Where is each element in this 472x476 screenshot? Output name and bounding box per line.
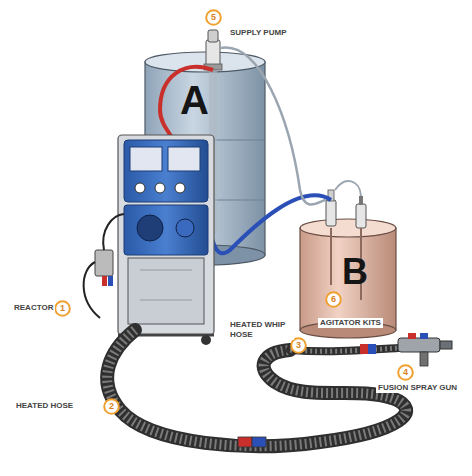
callout-circle: 5	[205, 9, 222, 26]
callout-circle: 4	[397, 364, 414, 381]
callout-circle: 2	[103, 398, 120, 415]
part-label: SUPPLY PUMP	[228, 28, 288, 38]
part-label: FUSION SPRAY GUN	[376, 383, 459, 393]
callout-number: 1	[54, 300, 71, 317]
callout-circle: 6	[325, 291, 342, 308]
part-label: HEATED WHIP HOSE	[228, 320, 294, 340]
callout-circle: 1	[54, 300, 71, 317]
part-label: HEATED HOSE	[14, 401, 75, 411]
drum-letter: B	[342, 254, 368, 290]
callout-number: 4	[397, 364, 414, 381]
drum-letter: A	[180, 80, 209, 120]
callout-number: 6	[325, 291, 342, 308]
part-label: REACTOR	[12, 303, 55, 313]
callout-number: 5	[205, 9, 222, 26]
part-label: AGITATOR KITS	[318, 318, 383, 328]
callout-number: 2	[103, 398, 120, 415]
